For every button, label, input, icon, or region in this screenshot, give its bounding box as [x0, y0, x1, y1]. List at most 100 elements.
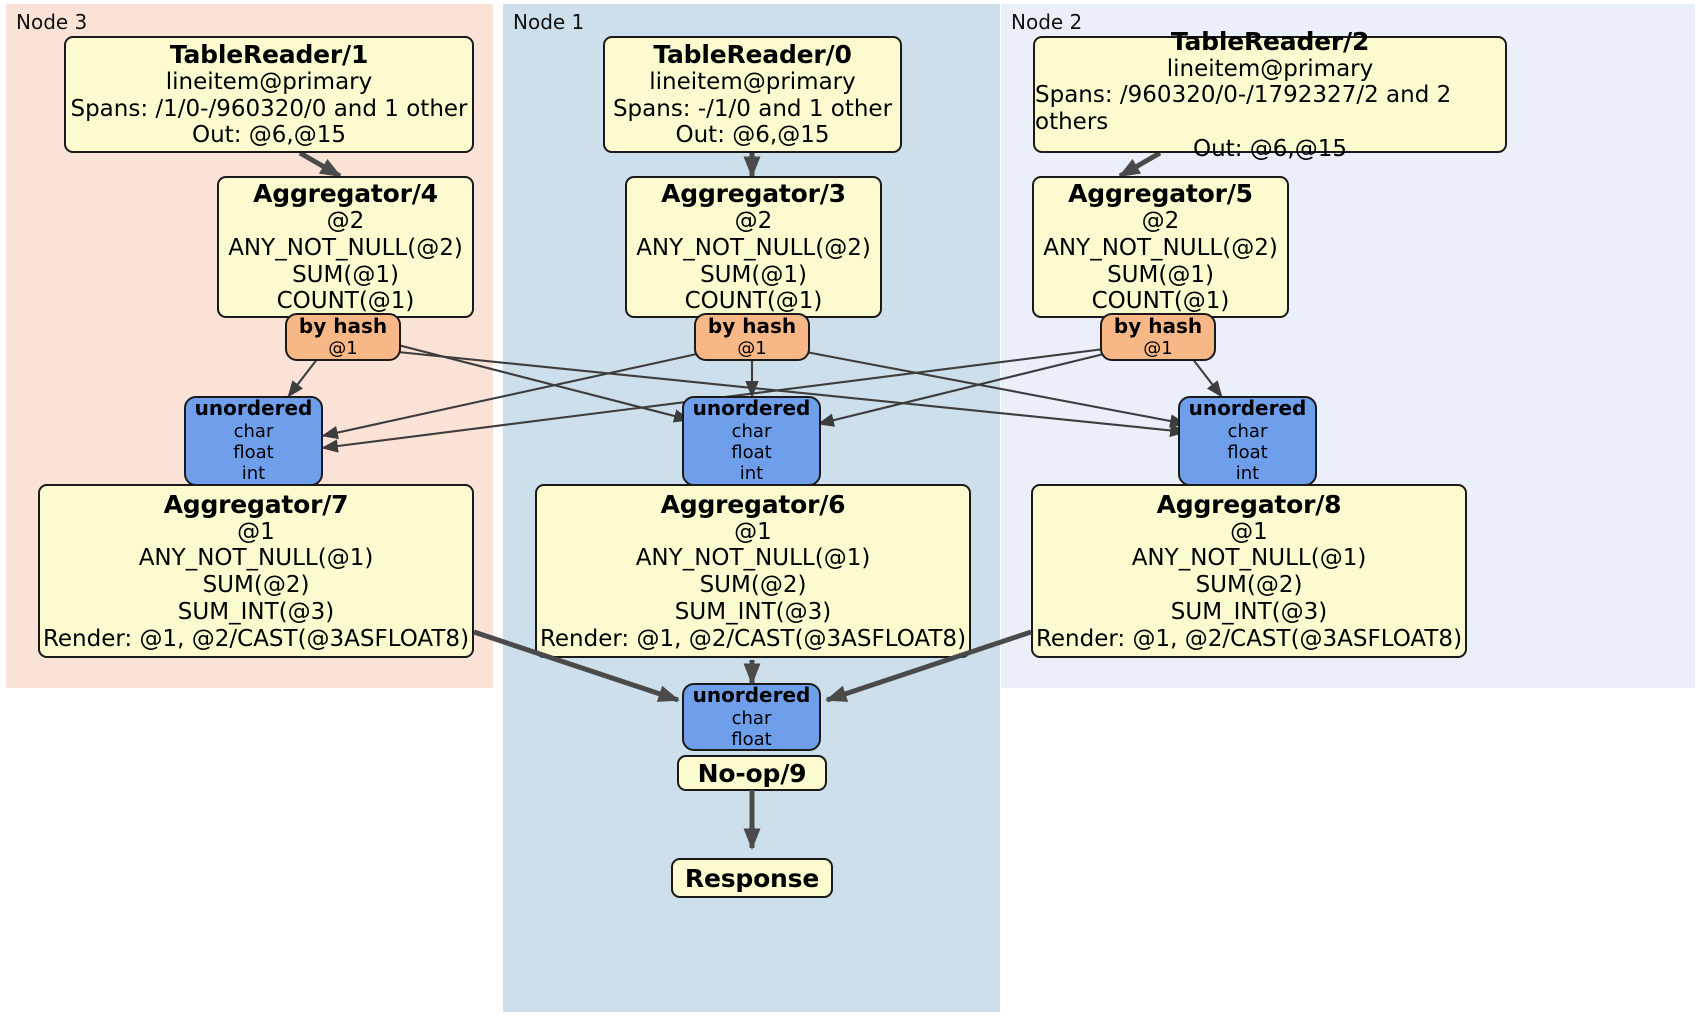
edge-hash-right-to-unordered-center: [817, 350, 1113, 427]
edge-hash-center-to-unordered-right: [805, 350, 1187, 428]
edge-hash-right-to-unordered-right: [1191, 357, 1223, 398]
processor-title: TableReader/0: [653, 39, 852, 69]
processor-line: Out: @6,@15: [675, 122, 830, 149]
processor-title: Aggregator/5: [1068, 179, 1253, 209]
processor-aggregator8[interactable]: Aggregator/8 @1 ANY_NOT_NULL(@1) SUM(@2)…: [1031, 484, 1467, 658]
router-unordered-center[interactable]: unordered char float int: [682, 396, 821, 486]
processor-title: Aggregator/6: [660, 489, 846, 519]
node-region-label-node2: Node 2: [1011, 10, 1083, 34]
router-column-label: float: [233, 442, 274, 464]
router-type-label: by hash: [298, 313, 388, 338]
processor-response[interactable]: Response: [671, 858, 833, 898]
router-column-label: @1: [737, 338, 767, 360]
processor-line: SUM_INT(@3): [674, 598, 832, 625]
processor-line: Spans: /960320/0-/1792327/2 and 2 others: [1035, 82, 1452, 135]
router-type-label: unordered: [692, 682, 811, 707]
router-column-label: float: [1227, 442, 1268, 464]
router-type-label: unordered: [1188, 396, 1307, 421]
processor-line: ANY_NOT_NULL(@1): [635, 545, 871, 572]
edge-hash-left-to-unordered-left: [287, 357, 319, 398]
edge-tablereader1-to-aggregator4: [298, 150, 342, 179]
edge-hash-left-to-unordered-right: [397, 350, 1187, 438]
processor-line: @1: [734, 518, 772, 545]
router-column-label: char: [731, 707, 772, 729]
processor-title: TableReader/1: [169, 39, 369, 69]
router-unordered-right[interactable]: unordered char float int: [1178, 396, 1317, 486]
processor-line: Render: @1, @2/CAST(@3ASFLOAT8): [539, 625, 967, 652]
processor-aggregator5[interactable]: Aggregator/5 @2 ANY_NOT_NULL(@2) SUM(@1)…: [1032, 176, 1289, 318]
processor-line: COUNT(@1): [1091, 288, 1230, 315]
processor-line: SUM(@1): [292, 261, 399, 288]
processor-line: ANY_NOT_NULL(@2): [1043, 234, 1278, 261]
node-region-label-node3: Node 3: [16, 10, 88, 34]
router-column-label: float: [731, 728, 772, 750]
router-type-label: by hash: [707, 313, 797, 338]
processor-title: Aggregator/4: [253, 179, 438, 209]
router-hash-right[interactable]: by hash @1: [1100, 313, 1216, 361]
processor-line: COUNT(@1): [684, 288, 823, 315]
router-column-label: @1: [328, 338, 358, 360]
processor-line: SUM_INT(@3): [1170, 598, 1328, 625]
router-column-label: int: [241, 463, 266, 485]
router-column-label: char: [731, 420, 772, 442]
processor-aggregator4[interactable]: Aggregator/4 @2 ANY_NOT_NULL(@2) SUM(@1)…: [217, 176, 474, 318]
processor-line: Spans: -/1/0 and 1 other: [612, 95, 893, 122]
router-hash-center[interactable]: by hash @1: [694, 313, 810, 361]
processor-line: lineitem@primary: [649, 68, 856, 95]
processor-line: Spans: /1/0-/960320/0 and 1 other: [70, 95, 468, 122]
processor-line: @2: [1141, 208, 1180, 235]
processor-line: @1: [1230, 518, 1268, 545]
processor-aggregator7[interactable]: Aggregator/7 @1 ANY_NOT_NULL(@1) SUM(@2)…: [38, 484, 474, 658]
processor-title: Aggregator/8: [1156, 489, 1342, 519]
processor-line: Render: @1, @2/CAST(@3ASFLOAT8): [42, 625, 470, 652]
router-hash-left[interactable]: by hash @1: [285, 313, 401, 361]
processor-title: Aggregator/7: [163, 489, 349, 519]
processor-line: lineitem@primary: [1166, 55, 1374, 82]
processor-line: SUM(@2): [1195, 572, 1303, 599]
processor-tablereader1[interactable]: TableReader/1 lineitem@primary Spans: /1…: [64, 36, 474, 153]
router-column-label: int: [1235, 463, 1260, 485]
processor-line: COUNT(@1): [276, 288, 415, 315]
router-column-label: int: [739, 463, 764, 485]
edge-hash-center-to-unordered-left: [321, 350, 707, 440]
processor-line: SUM(@1): [1107, 261, 1214, 288]
router-unordered-left[interactable]: unordered char float int: [184, 396, 323, 486]
processor-line: Out: @6,@15: [192, 122, 346, 149]
router-column-label: float: [731, 442, 772, 464]
processor-line: ANY_NOT_NULL(@1): [1131, 545, 1367, 572]
processor-line: SUM(@2): [202, 572, 310, 599]
processor-line: @2: [734, 208, 773, 235]
processor-line: Out: @6,@15: [1193, 135, 1347, 162]
edge-aggregator7-to-unordered-final: [473, 629, 680, 703]
processor-tablereader0[interactable]: TableReader/0 lineitem@primary Spans: -/…: [603, 36, 902, 153]
router-column-label: char: [233, 420, 274, 442]
processor-line: SUM(@2): [699, 572, 807, 599]
processor-title: Aggregator/3: [661, 179, 846, 209]
processor-line: ANY_NOT_NULL(@2): [636, 234, 871, 261]
router-column-label: char: [1227, 420, 1268, 442]
processor-title: TableReader/2: [1170, 26, 1370, 56]
edge-tablereader2-to-aggregator5: [1118, 150, 1162, 179]
processor-noop9[interactable]: No-op/9: [677, 755, 827, 791]
router-column-label: @1: [1143, 338, 1173, 360]
processor-aggregator6[interactable]: Aggregator/6 @1 ANY_NOT_NULL(@1) SUM(@2)…: [535, 484, 971, 658]
router-type-label: by hash: [1113, 313, 1203, 338]
processor-line: Render: @1, @2/CAST(@3ASFLOAT8): [1035, 625, 1463, 652]
processor-title: No-op/9: [697, 758, 807, 788]
processor-tablereader2[interactable]: TableReader/2 lineitem@primary Spans: /9…: [1033, 27, 1507, 162]
processor-line: ANY_NOT_NULL(@1): [138, 545, 374, 572]
processor-line: ANY_NOT_NULL(@2): [228, 234, 463, 261]
processor-line: SUM_INT(@3): [177, 598, 335, 625]
processor-line: @1: [237, 518, 275, 545]
edge-aggregator8-to-unordered-final: [825, 629, 1032, 703]
processor-title: Response: [684, 863, 820, 893]
router-unordered-final[interactable]: unordered char float: [682, 683, 821, 751]
processor-line: lineitem@primary: [165, 68, 373, 95]
processor-line: SUM(@1): [700, 261, 807, 288]
node-region-label-node1: Node 1: [513, 10, 585, 34]
router-type-label: unordered: [692, 396, 811, 421]
processor-aggregator3[interactable]: Aggregator/3 @2 ANY_NOT_NULL(@2) SUM(@1)…: [625, 176, 882, 318]
processor-line: @2: [326, 208, 365, 235]
